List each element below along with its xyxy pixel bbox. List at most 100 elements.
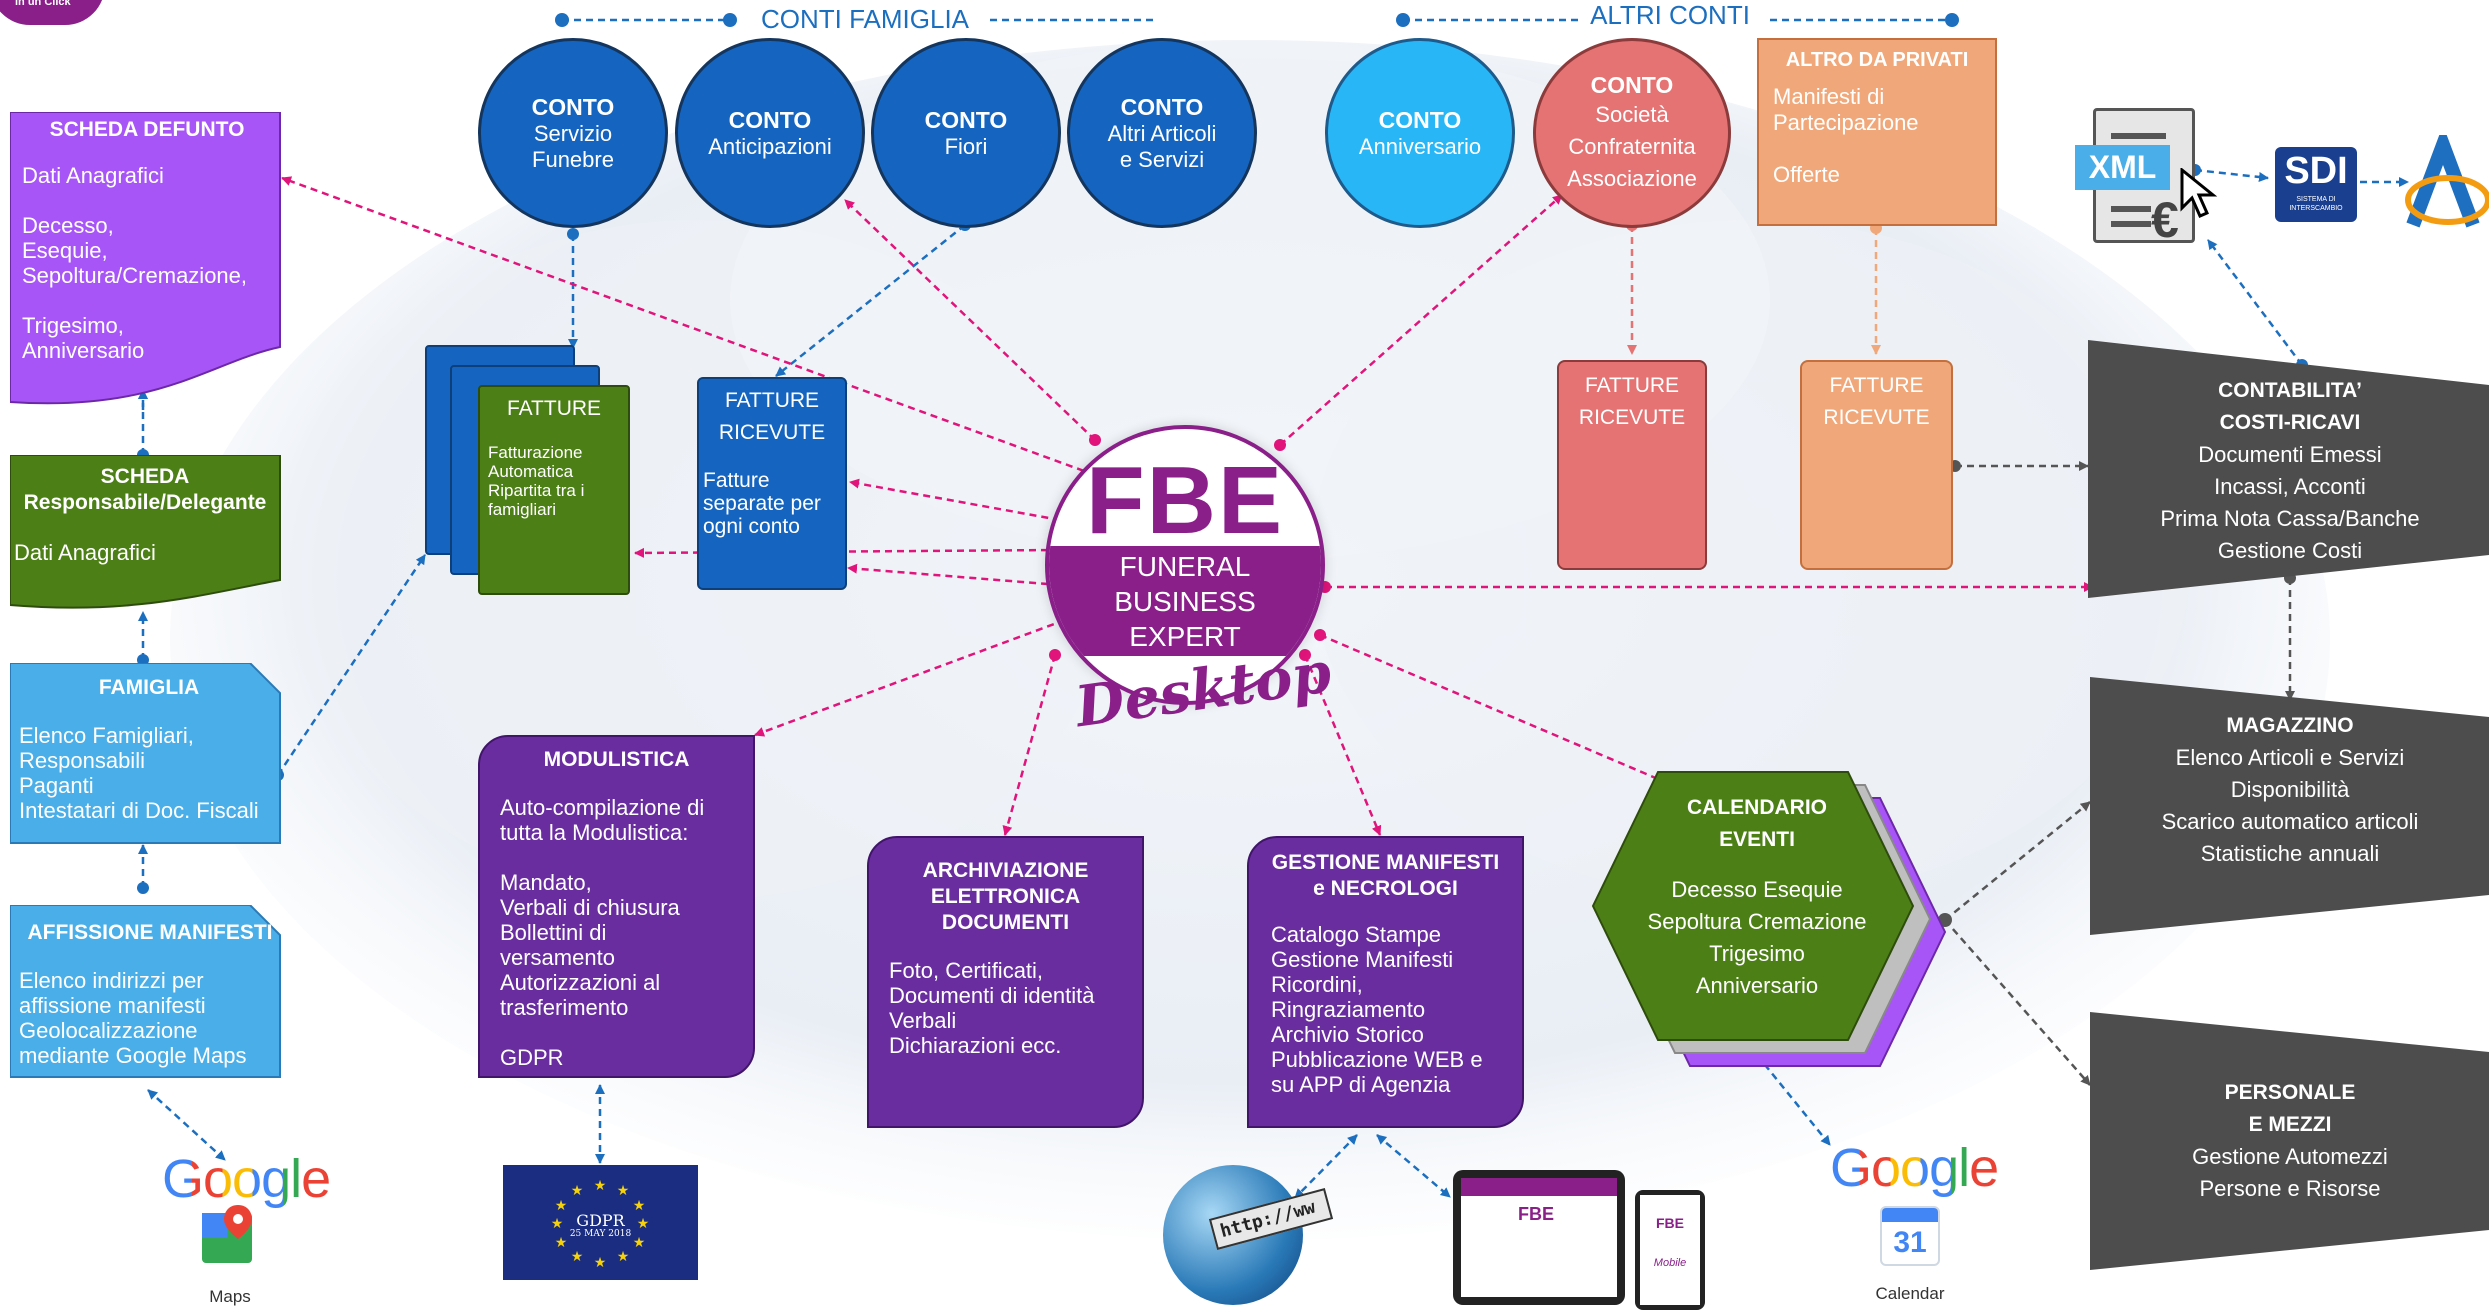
contabilita-title: CONTABILITA’ [2218,379,2362,402]
fatture-auto-box[interactable]: FATTURE Fatturazione Automatica Ripartit… [478,385,630,595]
calendario-box[interactable]: CALENDARIO EVENTI Decesso Esequie Sepolt… [1622,792,1892,1002]
conto-anniversario[interactable]: CONTO Anniversario [1325,38,1515,228]
fatture-ricevute-line: Fatture [703,469,770,492]
famiglia-title: FAMIGLIA [98,676,200,699]
conto-line: Altri Articoli [1107,120,1217,146]
magazzino-line: Elenco Articoli e Servizi [2175,745,2405,770]
globe-icon[interactable]: http://ww [1163,1165,1334,1305]
conti-famiglia-header: CONTI FAMIGLIA [745,4,985,35]
altro-da-privati-box[interactable]: ALTRO DA PRIVATI Manifesti di Partecipaz… [1757,38,1997,226]
conto-title: CONTO [1378,106,1462,133]
altro-privati-line: Partecipazione [1773,110,1919,135]
maps-pin-icon [202,1205,252,1263]
conto-anticipazioni[interactable]: CONTO Anticipazioni [675,38,865,228]
conto-line: Anniversario [1358,133,1482,159]
archiviazione-box[interactable]: ARCHIVIAZIONE ELETTRONICA DOCUMENTI Foto… [867,836,1144,1128]
svg-text:★: ★ [555,1198,568,1214]
scheda-defunto-line [22,288,272,313]
fbe-logo-text: FBE [1086,447,1284,554]
archiviazione-line: Verbali [889,1008,957,1033]
personale-title: PERSONALE [2224,1081,2356,1104]
scheda-responsabile-box[interactable]: SCHEDA Responsabile/Delegante Dati Anagr… [14,464,276,565]
altro-privati-line: Manifesti di [1773,84,1885,109]
famiglia-line: Elenco Famigliari, [19,723,194,748]
conto-altri-articoli[interactable]: CONTO Altri Articoli e Servizi [1067,38,1257,228]
google-wordmark: Google [1830,1138,1999,1198]
contabilita-line: Prima Nota Cassa/Banche [2160,506,2420,531]
archiviazione-title: ELETTRONICA [930,885,1081,908]
tablet-device-icon[interactable]: FBE [1453,1170,1625,1305]
personale-box[interactable]: PERSONALE E MEZZI Gestione Automezzi Per… [2120,1077,2460,1205]
google-maps-logo[interactable]: Google [162,1148,331,1210]
doc-line-icon [2111,206,2151,212]
modulistica-line: Bollettini di [500,920,607,945]
magazzino-line: Disponibilità [2230,777,2350,802]
euro-icon: € [2151,192,2179,248]
archiviazione-line: Foto, Certificati, [889,958,1044,983]
scheda-responsabile-title: Responsabile/Delegante [23,491,267,514]
conto-societa[interactable]: CONTO Società Confraternita Associazione [1533,38,1731,228]
fatture-auto-title: FATTURE [506,397,602,420]
fbe-hub[interactable]: FBE FUNERAL BUSINESS EXPERT [1045,425,1325,705]
fatture-ricevute-societa-box[interactable]: FATTURE RICEVUTE [1557,360,1707,570]
gestione-manifesti-line: Catalogo Stampe [1271,922,1441,947]
fatture-ricevute-conti-box[interactable]: FATTURE RICEVUTE Fatture separate per og… [697,377,847,590]
scheda-responsabile-title: SCHEDA [100,465,190,488]
magazzino-title: MAGAZZINO [2226,714,2354,737]
google-calendar-logo[interactable]: Google [1830,1137,1999,1199]
conto-line: Fiori [944,133,988,159]
affissione-line: affissione manifesti [19,993,206,1018]
gestione-manifesti-box[interactable]: GESTIONE MANIFESTI e NECROLOGI Catalogo … [1247,836,1524,1128]
magazzino-box[interactable]: MAGAZZINO Elenco Articoli e Servizi Disp… [2120,710,2460,870]
affissione-box[interactable]: AFFISSIONE MANIFESTI Elenco indirizzi pe… [19,920,281,1068]
altro-privati-line: Offerte [1773,162,1840,187]
contabilita-line: Incassi, Acconti [2214,474,2366,499]
fatture-ricevute-privati-box[interactable]: FATTURE RICEVUTE [1800,360,1953,570]
fatture-ricevute-line: separate per [703,492,821,515]
archiviazione-title: ARCHIVIAZIONE [922,859,1089,882]
modulistica-box[interactable]: MODULISTICA Auto-compilazione di tutta l… [478,735,755,1078]
calendario-line: Sepoltura Cremazione [1647,909,1867,934]
svg-text:★: ★ [571,1183,584,1199]
calendar-day: 31 [1893,1226,1927,1259]
famiglia-box[interactable]: FAMIGLIA Elenco Famigliari, Responsabili… [19,675,279,823]
altro-privati-title: ALTRO DA PRIVATI [1785,49,1969,71]
svg-text:★: ★ [617,1249,630,1265]
phone-device-icon[interactable]: FBE Mobile [1635,1190,1705,1310]
doc-line-icon [2111,133,2166,139]
contabilita-box[interactable]: CONTABILITA’ COSTI-RICAVI Documenti Emes… [2120,375,2460,567]
fatture-auto-line: famigliari [488,500,557,519]
sdi-logo[interactable]: SDI SISTEMA DI INTERSCAMBIO [2275,147,2357,222]
company-logo: in un Click [0,0,105,25]
scheda-responsabile-line: Dati Anagrafici [14,540,156,565]
conto-title: CONTO [728,106,812,133]
contabilita-title: COSTI-RICAVI [2219,411,2361,434]
famiglia-line: Paganti [19,773,94,798]
svg-text:★: ★ [633,1198,646,1214]
gestione-manifesti-title: GESTIONE MANIFESTI [1271,851,1500,874]
gdpr-badge[interactable]: ★★★ ★★★ ★★★ ★★★ GDPR 25 MAY 2018 [503,1165,698,1280]
scheda-defunto-shape [10,112,281,405]
modulistica-line: GDPR [500,1045,564,1070]
agenzia-entrate-icon[interactable] [2403,135,2489,235]
scheda-defunto-box[interactable]: SCHEDA DEFUNTO Dati Anagrafici Decesso, … [22,117,272,363]
cursor-icon [2180,168,2218,218]
modulistica-line [500,1020,733,1045]
scheda-defunto-line: Sepoltura/Cremazione, [22,263,248,288]
svg-text:★: ★ [551,1216,564,1232]
doc-line-icon [2111,221,2151,227]
scheda-defunto-title: SCHEDA DEFUNTO [49,118,245,141]
gdpr-date: 25 MAY 2018 [569,1229,632,1239]
personale-shape [2090,1012,2489,1270]
famiglia-line: Responsabili [19,748,145,773]
svg-text:★: ★ [637,1216,650,1232]
modulistica-line [500,845,733,870]
conto-servizio-funebre[interactable]: CONTO Servizio Funebre [478,38,668,228]
sdi-text: SDI [2284,150,2348,192]
phone-fbe-logo: FBE [1656,1215,1684,1231]
gestione-manifesti-line: Gestione Manifesti [1271,947,1454,972]
gestione-manifesti-line: su APP di Agenzia [1271,1072,1451,1097]
conto-fiori[interactable]: CONTO Fiori [871,38,1061,228]
modulistica-line: Verbali di chiusura [500,895,680,920]
